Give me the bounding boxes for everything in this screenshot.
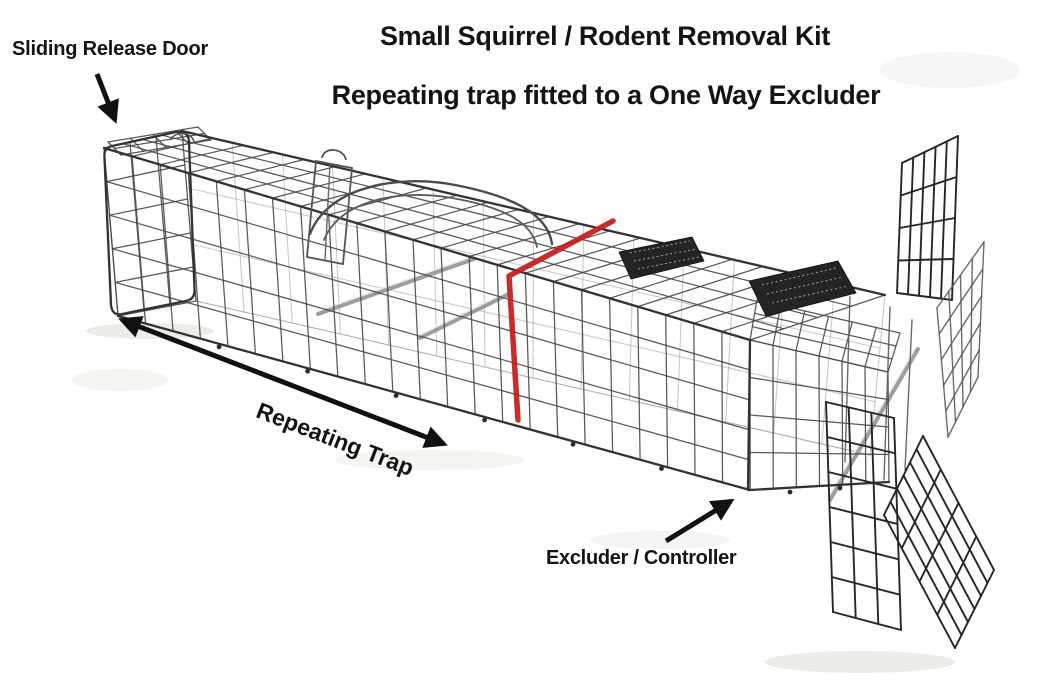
arrow-to-excluder — [664, 498, 735, 544]
arrow-to-sliding-door — [94, 73, 119, 124]
diagram-subtitle: Repeating trap fitted to a One Way Exclu… — [331, 80, 881, 110]
photo-background-shadows — [72, 52, 1020, 673]
sliding-release-door — [169, 132, 353, 266]
product-label-tags — [618, 236, 857, 317]
excluder-wing-panels — [825, 135, 995, 649]
arrow-repeating-trap-extent — [118, 316, 448, 448]
excluder-controller-label: Excluder / Controller — [546, 547, 737, 569]
sliding-release-door-label: Sliding Release Door — [12, 38, 209, 60]
diagram-title: Small Squirrel / Rodent Removal Kit — [379, 21, 831, 51]
trap-excluder-junction-marker — [506, 218, 616, 423]
annotation-arrows — [94, 73, 735, 544]
